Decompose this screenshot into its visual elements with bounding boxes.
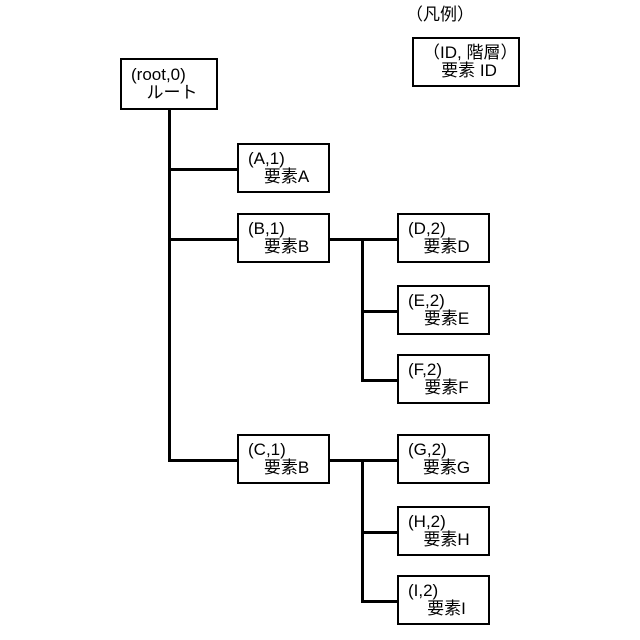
edge-c-to-h — [361, 531, 399, 534]
edge-c-stub — [330, 459, 399, 462]
node-e-id-layer: (E,2) — [408, 290, 445, 310]
edge-b-to-e — [361, 310, 399, 313]
node-b-id-layer: (B,1) — [248, 218, 285, 238]
node-a[interactable]: (A,1) 要素A — [237, 143, 330, 193]
node-h[interactable]: (H,2) 要素H — [397, 506, 490, 556]
node-e-label: 要素E — [423, 309, 470, 328]
node-c-id-layer: (C,1) — [248, 439, 286, 459]
node-root-id-layer: (root,0) — [131, 64, 186, 84]
node-g-id-layer: (G,2) — [408, 439, 447, 459]
node-g[interactable]: (G,2) 要素G — [397, 434, 490, 484]
edge-c-to-i — [361, 600, 399, 603]
node-c[interactable]: (C,1) 要素B — [237, 434, 330, 484]
node-c-label: 要素B — [263, 458, 310, 477]
node-b-label: 要素B — [263, 237, 310, 256]
legend-title: （凡例） — [406, 5, 474, 24]
node-d-label: 要素D — [423, 237, 470, 256]
edge-b-to-f — [361, 379, 399, 382]
node-h-id-layer: (H,2) — [408, 511, 446, 531]
legend-box: （ID, 階層） 要素 ID — [412, 37, 520, 87]
edge-root-to-c — [168, 459, 239, 462]
node-d[interactable]: (D,2) 要素D — [397, 213, 490, 263]
edge-root-to-b — [168, 238, 239, 241]
node-f[interactable]: (F,2) 要素F — [397, 354, 490, 404]
edge-root-to-a — [168, 168, 239, 171]
node-f-label: 要素F — [424, 378, 469, 397]
node-g-label: 要素G — [422, 458, 471, 477]
node-a-id-layer: (A,1) — [248, 148, 285, 168]
node-i-id-layer: (I,2) — [408, 580, 439, 600]
node-b[interactable]: (B,1) 要素B — [237, 213, 330, 263]
node-e[interactable]: (E,2) 要素E — [397, 285, 490, 335]
node-i-label: 要素I — [427, 599, 466, 618]
legend-box-label: 要素 ID — [441, 61, 497, 80]
node-d-id-layer: (D,2) — [408, 218, 446, 238]
node-root[interactable]: (root,0) ルート — [120, 58, 218, 110]
edge-b-stub — [330, 238, 399, 241]
edge-root-trunk — [168, 108, 171, 462]
node-i[interactable]: (I,2) 要素I — [397, 575, 490, 625]
legend-box-id-layer: （ID, 階層） — [423, 42, 518, 62]
node-a-label: 要素A — [263, 167, 310, 186]
node-h-label: 要素H — [423, 530, 470, 549]
node-root-label: ルート — [146, 83, 198, 102]
node-f-id-layer: (F,2) — [408, 359, 442, 379]
